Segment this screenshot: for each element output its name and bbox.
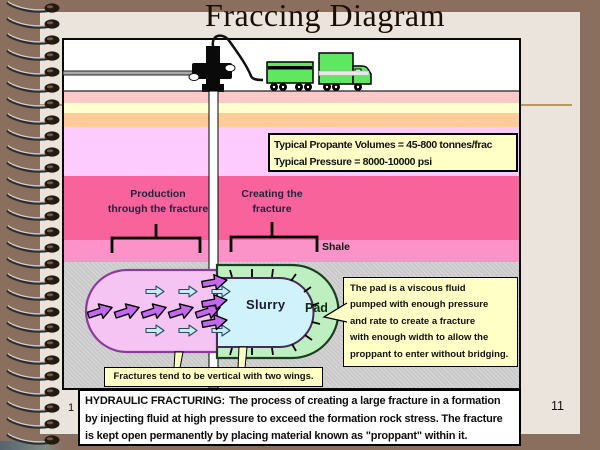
page-title: Fraccing Diagram (205, 0, 445, 33)
shale-label: Shale (322, 241, 351, 253)
definition-box: HYDRAULIC FRACTURING:The process of crea… (78, 389, 521, 446)
slurry-label: Slurry (246, 297, 286, 312)
layer-shale-light (64, 240, 519, 262)
pad-label: Pad (305, 301, 328, 315)
layer-orange (64, 113, 519, 127)
layer-sand (64, 103, 519, 113)
definition-heading: HYDRAULIC FRACTURING: (85, 395, 226, 407)
fractures-note: Fractures tend to be vertical with two w… (104, 367, 323, 387)
spiral-binding-icon (5, 0, 61, 446)
page-number: 11 (551, 399, 564, 413)
production-label: Production through the fracture (107, 188, 209, 215)
corner-number: 1 (68, 402, 75, 414)
callout-pointer (322, 302, 348, 323)
typical-values-box: Typical Propante Volumes = 45-800 tonnes… (268, 133, 518, 172)
bottom-left-decoration (0, 441, 64, 450)
creating-fracture-label: Creating the fracture (241, 188, 303, 215)
layer-topsoil (64, 91, 519, 103)
pressure-line: Typical Pressure = 8000-10000 psi (274, 156, 432, 168)
pad-callout-box: The pad is a viscous fluid pumped with e… (343, 277, 518, 367)
layer-shale-dark (64, 176, 519, 240)
definition-body: The process of creating a large fracture… (85, 395, 503, 442)
propante-volumes-line: Typical Propante Volumes = 45-800 tonnes… (274, 139, 493, 151)
